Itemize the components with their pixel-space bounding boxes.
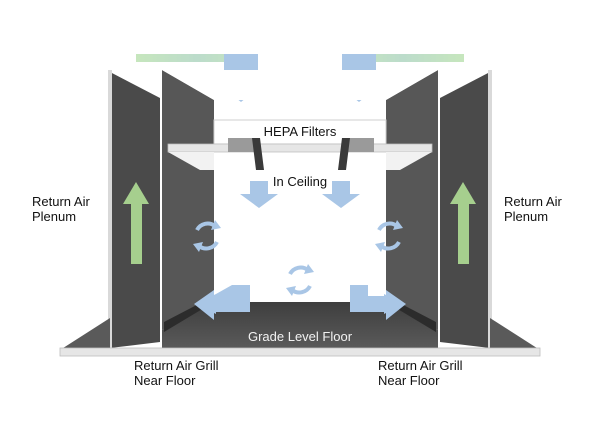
hepa-filter-right <box>342 138 374 152</box>
right-grill-label: Return Air Grill Near Floor <box>378 358 466 388</box>
left-grill-label: Return Air Grill Near Floor <box>134 358 222 388</box>
left-outer-wall-edge <box>108 70 112 350</box>
hepa-filter-left <box>228 138 260 152</box>
return-arrow-icon <box>123 182 149 264</box>
base-slab <box>59 347 541 357</box>
supply-arrow-icon <box>322 181 360 208</box>
circulation-icon <box>286 264 314 296</box>
hepa-filter-right-side <box>338 138 350 170</box>
ceiling-plate <box>167 143 433 153</box>
right-outer-wall-edge <box>488 70 492 350</box>
in-ceiling-label: In Ceiling <box>273 174 327 189</box>
supply-air-band-right <box>342 54 464 62</box>
ceiling-underside-left <box>168 152 214 170</box>
right-plenum-label: Return Air Plenum <box>504 194 565 224</box>
floor-label: Grade Level Floor <box>248 329 353 344</box>
return-arrow-icon <box>450 182 476 264</box>
supply-air-band-left <box>136 54 258 62</box>
supply-arrow-icon <box>240 181 278 208</box>
base-slab-right <box>490 318 540 350</box>
hepa-filter-left-side <box>252 138 264 170</box>
floor-arrow-right-icon <box>350 290 406 320</box>
floor-arrow-left-icon <box>194 290 250 320</box>
right-inner-wall <box>386 70 438 330</box>
floor-plane <box>162 302 438 348</box>
room-back-wall <box>214 170 386 302</box>
upper-ceiling <box>162 70 438 100</box>
circulation-icon <box>375 220 403 252</box>
base-slab-left <box>60 318 110 350</box>
hepa-filters-label: HEPA Filters <box>264 124 337 139</box>
circulation-icon <box>193 220 221 252</box>
left-inner-wall <box>162 70 214 330</box>
left-plenum-label: Return Air Plenum <box>32 194 93 224</box>
ceiling-underside-right <box>386 152 432 170</box>
